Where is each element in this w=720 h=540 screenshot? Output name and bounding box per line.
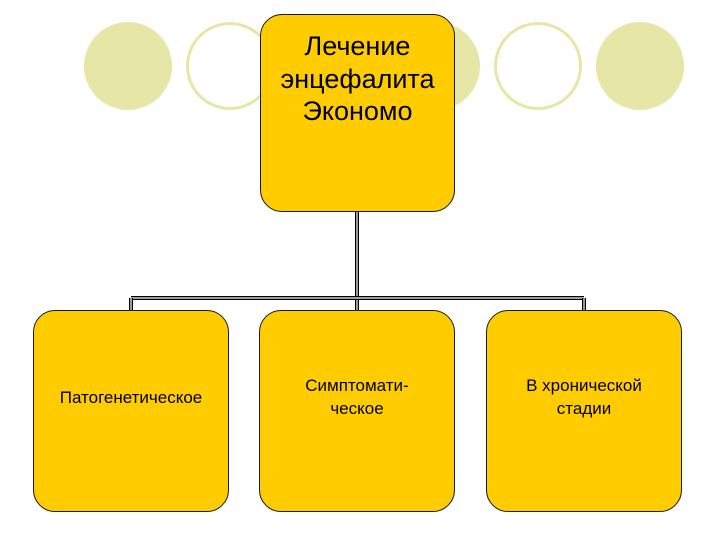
- child-label-symptomatic: Симптомати- ческое: [305, 376, 409, 418]
- decor-circle-4: [494, 22, 582, 110]
- child-label-chronic: В хронической стадии: [526, 376, 642, 418]
- child-label-pathogenetic: Патогенетическое: [59, 387, 203, 407]
- decor-circle-5: [596, 22, 684, 110]
- root-label: Лечение энцефалита Экономо: [280, 31, 435, 127]
- child-box-symptomatic: Симптомати- ческое: [259, 310, 455, 512]
- root-box: Лечение энцефалита Экономо: [260, 14, 455, 212]
- child-box-pathogenetic: Патогенетическое: [33, 310, 229, 512]
- decor-circle-1: [84, 22, 172, 110]
- decor-circle-2: [186, 22, 274, 110]
- child-box-chronic: В хронической стадии: [486, 310, 682, 512]
